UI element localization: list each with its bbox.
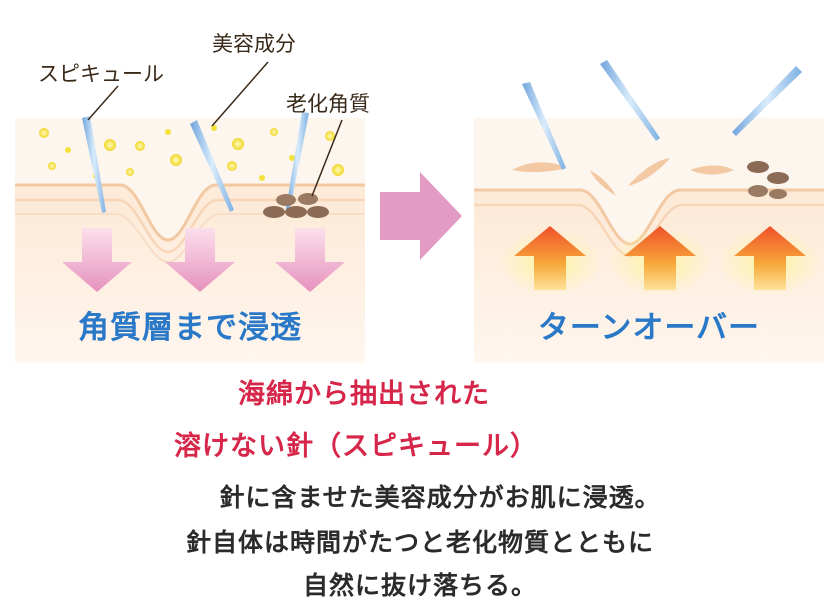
ingredient-particles	[39, 125, 344, 181]
body-line-1: 針に含ませた美容成分がお肌に浸透。	[219, 483, 661, 512]
heading-line-2: 溶けない針（スピキュール）	[174, 431, 538, 462]
spicule-needle-3	[286, 112, 309, 210]
right-panel-label: ターンオーバー	[537, 310, 761, 346]
up-arrow-1	[514, 226, 586, 290]
dead-skin-cells	[263, 193, 329, 218]
body-line-2: 針自体は時間がたつと老化物質とともに	[185, 528, 654, 557]
exiting-needle-3	[732, 66, 802, 136]
exiting-dead-skin	[747, 161, 789, 199]
exiting-needle-1	[522, 82, 566, 170]
left-down-arrow-2	[165, 228, 235, 292]
body-line-3: 自然に抜け落ちる。	[302, 571, 537, 600]
ingredient-callout: 美容成分	[212, 32, 296, 56]
left-skin-line-1	[15, 183, 365, 242]
up-arrow-3	[734, 226, 806, 290]
shedding-skin-flakes	[512, 158, 734, 196]
up-arrow-2	[624, 226, 696, 290]
heading-line-1: 海綿から抽出された	[238, 379, 490, 410]
spicule-needle-2	[190, 120, 234, 212]
spicule-leader-line	[87, 85, 119, 121]
left-down-arrow-1	[62, 228, 132, 292]
spicule-callout: スピキュール	[38, 62, 164, 86]
left-down-arrow-3	[275, 228, 345, 292]
dead-skin-callout: 老化角質	[286, 92, 370, 116]
ingredient-leader-line	[211, 61, 269, 127]
transition-arrow	[380, 172, 462, 260]
left-panel-label: 角質層まで浸透	[78, 310, 302, 346]
spicule-needle-1	[82, 116, 106, 213]
left-skin-line-2	[15, 198, 365, 254]
right-panel	[474, 60, 824, 363]
exiting-needle-2	[600, 60, 660, 141]
left-panel	[15, 61, 365, 363]
dead-skin-leader-line	[311, 119, 343, 197]
